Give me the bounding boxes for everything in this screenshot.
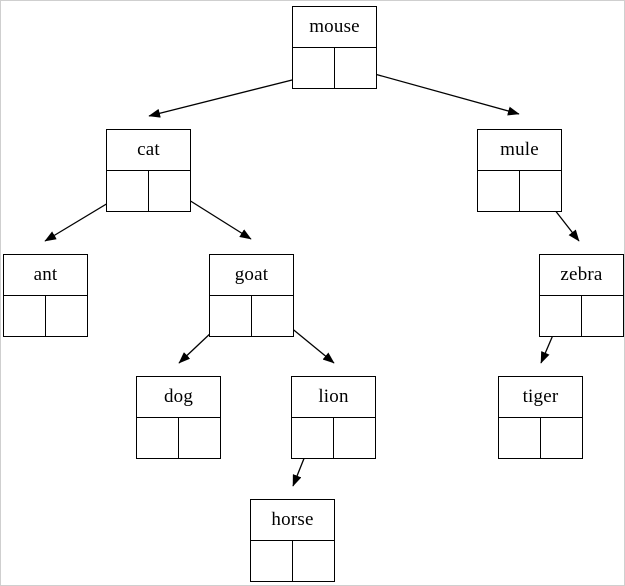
node-pointers-mule xyxy=(478,170,562,212)
tree-node-cat[interactable]: cat xyxy=(106,129,191,212)
node-label-horse: horse xyxy=(251,500,334,541)
right-pointer-cell-mule xyxy=(520,171,562,212)
node-label-mouse: mouse xyxy=(293,7,376,48)
tree-node-mule[interactable]: mule xyxy=(477,129,562,212)
left-pointer-cell-horse xyxy=(251,540,293,581)
left-pointer-cell-zebra xyxy=(540,295,582,336)
node-pointers-tiger xyxy=(499,417,583,459)
node-label-dog: dog xyxy=(137,377,220,418)
right-pointer-cell-mouse xyxy=(335,48,377,89)
tree-node-tiger[interactable]: tiger xyxy=(498,376,583,459)
node-pointers-dog xyxy=(137,417,221,459)
tree-node-zebra[interactable]: zebra xyxy=(539,254,624,337)
left-pointer-cell-mouse xyxy=(293,47,335,88)
tree-node-goat[interactable]: goat xyxy=(209,254,294,337)
tree-node-dog[interactable]: dog xyxy=(136,376,221,459)
tree-node-ant[interactable]: ant xyxy=(3,254,88,337)
tree-node-horse[interactable]: horse xyxy=(250,499,335,582)
node-label-goat: goat xyxy=(210,255,293,296)
node-pointers-ant xyxy=(4,295,88,337)
left-pointer-cell-goat xyxy=(210,295,252,336)
edge-mouse-to-mule xyxy=(352,67,520,116)
tree-node-mouse[interactable]: mouse xyxy=(292,6,377,89)
right-pointer-cell-lion xyxy=(334,418,376,459)
node-pointers-mouse xyxy=(293,47,377,89)
node-label-lion: lion xyxy=(292,377,375,418)
right-pointer-cell-horse xyxy=(293,541,335,582)
right-pointer-cell-tiger xyxy=(541,418,583,459)
left-pointer-cell-tiger xyxy=(499,417,541,458)
tree-node-lion[interactable]: lion xyxy=(291,376,376,459)
node-label-mule: mule xyxy=(478,130,561,171)
node-pointers-zebra xyxy=(540,295,624,337)
node-pointers-cat xyxy=(107,170,191,212)
node-pointers-goat xyxy=(210,295,294,337)
left-pointer-cell-cat xyxy=(107,170,149,211)
right-pointer-cell-goat xyxy=(252,296,294,337)
left-pointer-cell-mule xyxy=(478,170,520,211)
right-pointer-cell-dog xyxy=(179,418,221,459)
left-pointer-cell-dog xyxy=(137,417,179,458)
right-pointer-cell-cat xyxy=(149,171,191,212)
node-label-cat: cat xyxy=(107,130,190,171)
right-pointer-cell-ant xyxy=(46,296,88,337)
right-pointer-cell-zebra xyxy=(582,296,624,337)
left-pointer-cell-lion xyxy=(292,417,334,458)
node-pointers-horse xyxy=(251,540,335,582)
node-label-ant: ant xyxy=(4,255,87,296)
left-pointer-cell-ant xyxy=(4,295,46,336)
node-label-zebra: zebra xyxy=(540,255,623,296)
node-label-tiger: tiger xyxy=(499,377,582,418)
node-pointers-lion xyxy=(292,417,376,459)
